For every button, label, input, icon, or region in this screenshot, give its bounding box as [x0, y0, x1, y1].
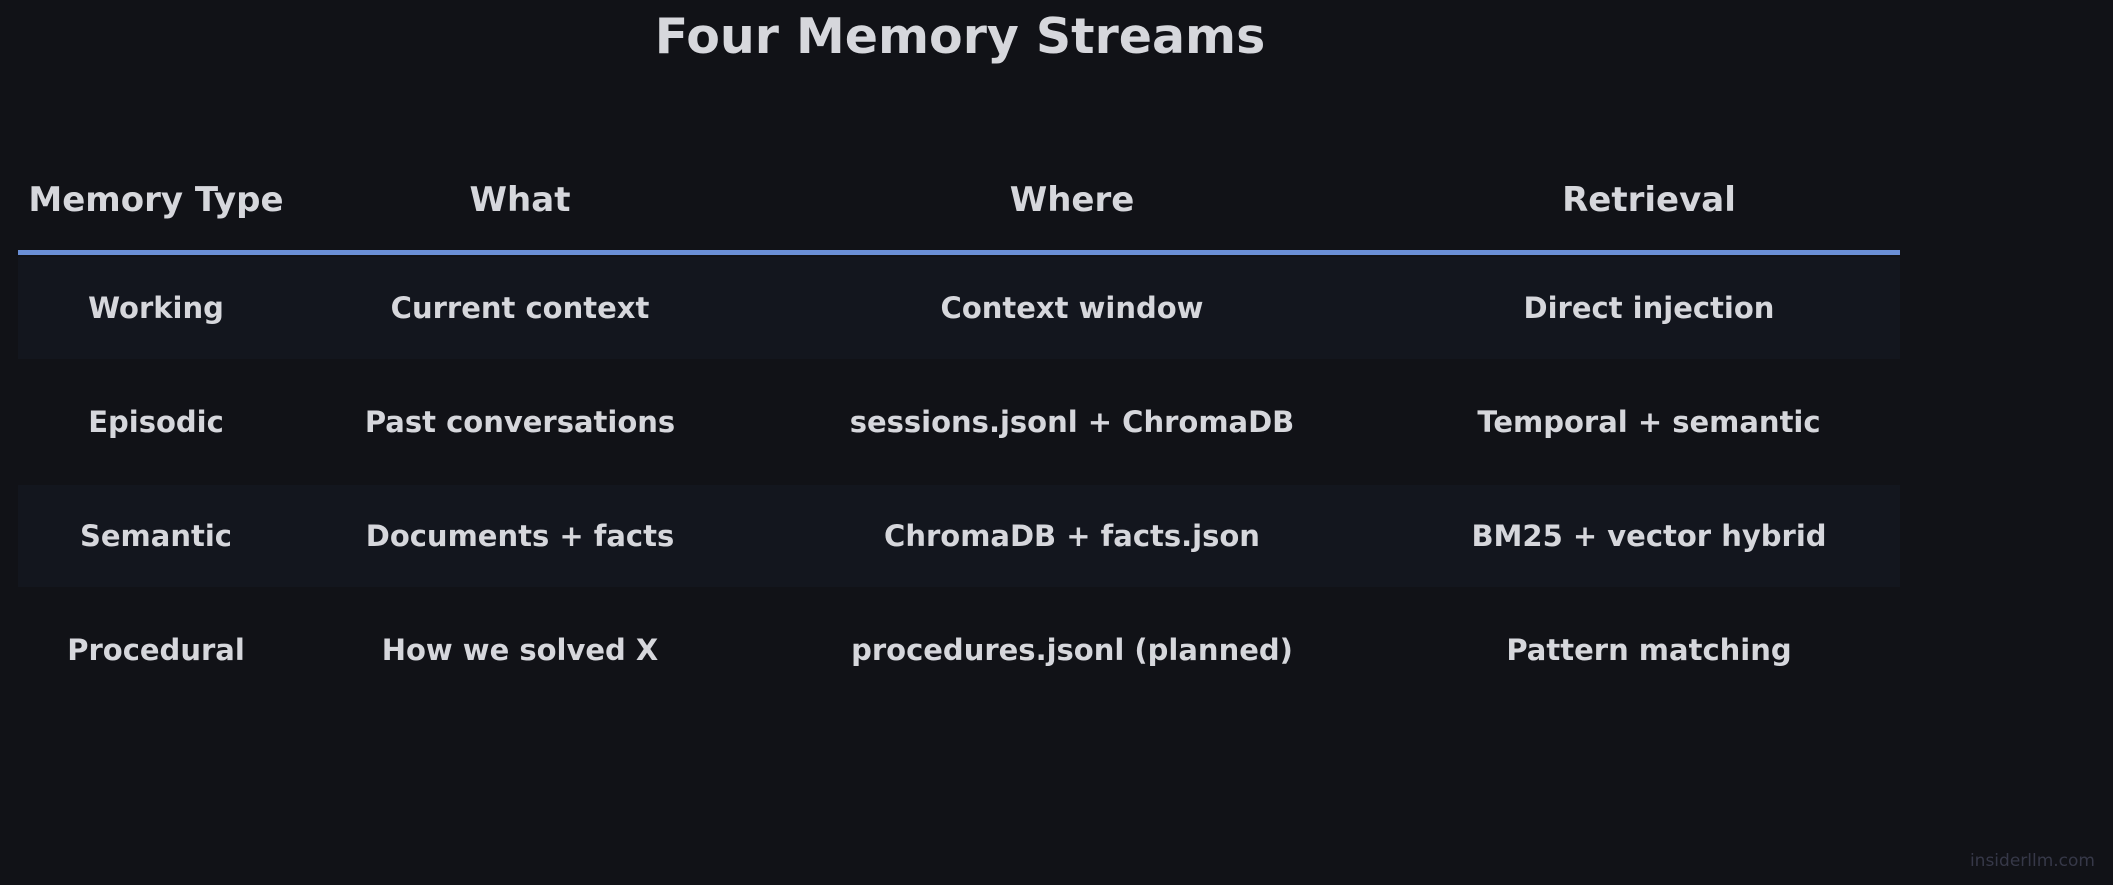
header-retrieval: Retrieval: [1562, 180, 1736, 220]
cell-where: procedures.jsonl (planned): [851, 633, 1293, 667]
table-row: Procedural How we solved X procedures.js…: [18, 587, 1900, 713]
cell-retrieval: Pattern matching: [1506, 633, 1792, 667]
cell-where: Context window: [940, 291, 1204, 325]
cell-retrieval: Direct injection: [1523, 291, 1775, 325]
cell-where: ChromaDB + facts.json: [884, 519, 1260, 553]
cell-where: sessions.jsonl + ChromaDB: [849, 405, 1295, 439]
table-row: Episodic Past conversations sessions.jso…: [18, 359, 1900, 485]
cell-what: Documents + facts: [365, 519, 675, 553]
cell-retrieval: BM25 + vector hybrid: [1471, 519, 1827, 553]
header-what: What: [469, 180, 571, 220]
cell-what: Current context: [390, 291, 650, 325]
cell-retrieval: Temporal + semantic: [1477, 405, 1821, 439]
cell-memory-type: Working: [88, 291, 224, 325]
watermark: insiderllm.com: [1969, 851, 2095, 871]
table-row: Semantic Documents + facts ChromaDB + fa…: [18, 485, 1900, 587]
cell-memory-type: Procedural: [67, 633, 245, 667]
table-row: Working Current context Context window D…: [18, 257, 1900, 359]
cell-what: How we solved X: [381, 633, 659, 667]
cell-what: Past conversations: [364, 405, 676, 439]
cell-memory-type: Semantic: [80, 519, 232, 553]
header-memory-type: Memory Type: [28, 180, 284, 220]
memory-streams-table: Memory Type What Where Retrieval Working…: [18, 150, 1900, 713]
page-title: Four Memory Streams: [654, 8, 1266, 65]
table-header-row: Memory Type What Where Retrieval: [18, 150, 1900, 255]
cell-memory-type: Episodic: [88, 405, 224, 439]
header-where: Where: [1009, 180, 1135, 220]
